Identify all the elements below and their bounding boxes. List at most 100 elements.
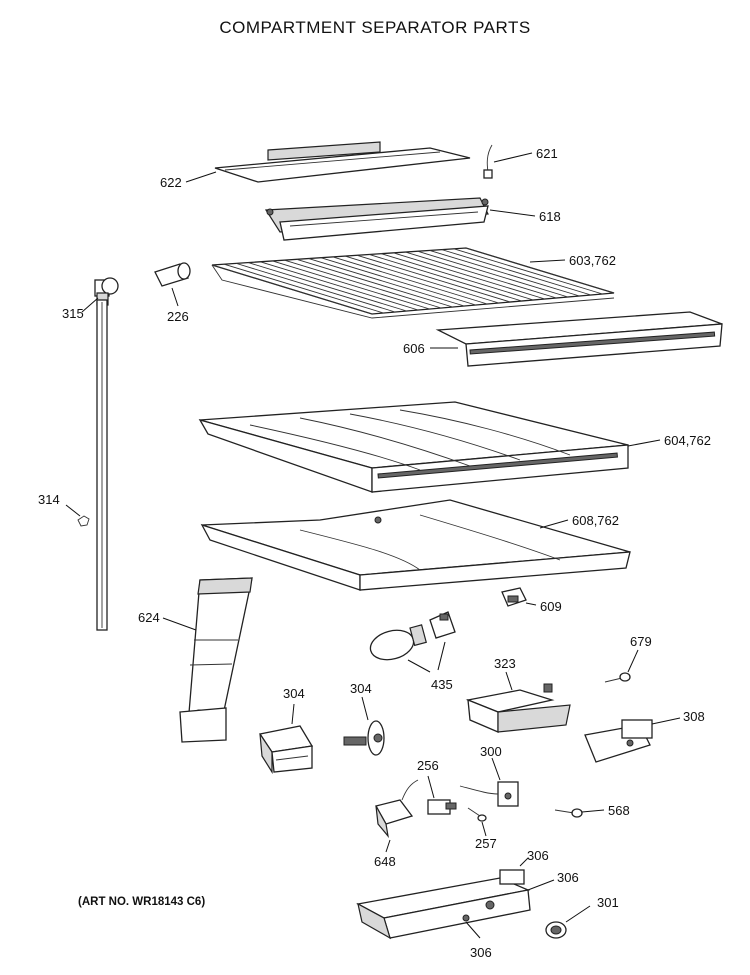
shelf-grid-wire xyxy=(211,264,373,315)
leader-621 xyxy=(493,152,533,163)
callout-257: 257 xyxy=(475,836,497,851)
callout-304a: 304 xyxy=(283,686,305,701)
part-606-trim xyxy=(435,311,723,367)
callout-315: 315 xyxy=(62,306,84,321)
part-621-wire xyxy=(483,144,493,179)
leader-618 xyxy=(489,209,536,217)
part-609-clip xyxy=(501,587,527,607)
part-648-motor xyxy=(375,779,419,839)
callout-603-762: 603,762 xyxy=(569,253,616,268)
callout-622: 622 xyxy=(160,175,182,190)
callout-604-762: 604,762 xyxy=(664,433,711,448)
callout-609: 609 xyxy=(540,599,562,614)
leader-568 xyxy=(581,809,605,813)
shelf-grid-wire xyxy=(248,262,407,312)
leader-300 xyxy=(491,757,501,781)
shelf-grid-wire xyxy=(381,253,534,301)
callout-226: 226 xyxy=(167,309,189,324)
part-308-plate xyxy=(584,719,653,763)
callout-314: 314 xyxy=(38,492,60,507)
callout-306b: 306 xyxy=(557,870,579,885)
part-300-switch xyxy=(459,781,519,807)
callout-306c: 306 xyxy=(470,945,492,960)
shelf-grid-wire xyxy=(453,248,603,295)
leader-624 xyxy=(162,617,197,631)
callout-300: 300 xyxy=(480,744,502,759)
leader-256 xyxy=(427,775,435,799)
shelf-grid-wire xyxy=(429,249,580,297)
callout-568: 568 xyxy=(608,803,630,818)
leader-301 xyxy=(565,905,591,923)
shelf-grid-wire xyxy=(441,249,592,296)
part-608-lower-pan xyxy=(200,499,631,591)
part-604-shelf-pan xyxy=(198,401,629,493)
callout-435: 435 xyxy=(431,677,453,692)
part-568-screw xyxy=(554,808,583,818)
part-323-housing xyxy=(465,683,571,733)
callout-306a: 306 xyxy=(527,848,549,863)
part-304-switch-housing xyxy=(258,725,314,775)
callout-256: 256 xyxy=(417,758,439,773)
shelf-grid-wire xyxy=(465,247,615,294)
part-257-screw xyxy=(467,807,487,822)
part-226-knob xyxy=(154,262,191,287)
callout-621: 621 xyxy=(536,146,558,161)
part-314-clip xyxy=(77,515,90,527)
shelf-grid-wire xyxy=(236,262,396,313)
leader-435b xyxy=(407,659,431,673)
leader-226 xyxy=(171,287,179,307)
leader-435a xyxy=(437,641,446,671)
shelf-grid-wire xyxy=(284,259,442,309)
shelf-grid-wire xyxy=(417,250,569,298)
leader-648 xyxy=(385,839,391,853)
leader-306b xyxy=(527,879,555,891)
callout-308: 308 xyxy=(683,709,705,724)
leader-308 xyxy=(651,717,681,725)
shelf-grid-wire xyxy=(223,263,384,314)
part-256-switch xyxy=(427,799,457,815)
leader-622 xyxy=(185,171,217,183)
leader-314 xyxy=(65,504,81,517)
part-679-screw xyxy=(604,672,631,683)
leader-603 xyxy=(529,259,566,263)
shelf-grid-wire xyxy=(332,256,488,305)
callout-618: 618 xyxy=(539,209,561,224)
leader-304a xyxy=(291,703,295,725)
shelf-gridlines xyxy=(211,247,615,315)
leader-323 xyxy=(505,671,513,691)
shelf-grid-wire xyxy=(344,255,499,304)
callout-606: 606 xyxy=(403,341,425,356)
leader-304b xyxy=(361,696,369,721)
diagram-title: COMPARTMENT SEPARATOR PARTS xyxy=(219,18,531,37)
part-435-bulb xyxy=(369,611,456,661)
part-622-cover xyxy=(214,141,471,183)
callout-679: 679 xyxy=(630,634,652,649)
leader-604 xyxy=(627,439,661,447)
shelf-grid-wire xyxy=(260,261,419,311)
shelf-grid-wire xyxy=(369,254,522,302)
leader-609 xyxy=(525,602,537,606)
leader-315 xyxy=(81,297,99,313)
part-301-knob xyxy=(545,921,567,939)
shelf-grid-wire xyxy=(320,257,476,306)
shelf-grid-wire xyxy=(357,254,511,303)
leader-257 xyxy=(481,821,487,837)
leader-679 xyxy=(627,649,639,673)
callout-301: 301 xyxy=(597,895,619,910)
part-603-grid-shelf xyxy=(211,247,615,319)
leader-306c xyxy=(465,921,481,939)
callout-323: 323 xyxy=(494,656,516,671)
art-number: (ART NO. WR18143 C6) xyxy=(78,896,206,908)
part-306-control-bracket xyxy=(356,869,531,940)
callout-624: 624 xyxy=(138,610,160,625)
shelf-grid-wire xyxy=(272,260,430,310)
shelf-grid-wire xyxy=(393,252,545,300)
leader-608 xyxy=(539,519,569,529)
part-618-damper xyxy=(264,197,489,241)
leader-306a xyxy=(519,857,529,867)
shelf-grid-wire xyxy=(308,258,465,307)
part-624-bracket xyxy=(179,577,253,743)
callout-304b: 304 xyxy=(350,681,372,696)
callout-648: 648 xyxy=(374,854,396,869)
